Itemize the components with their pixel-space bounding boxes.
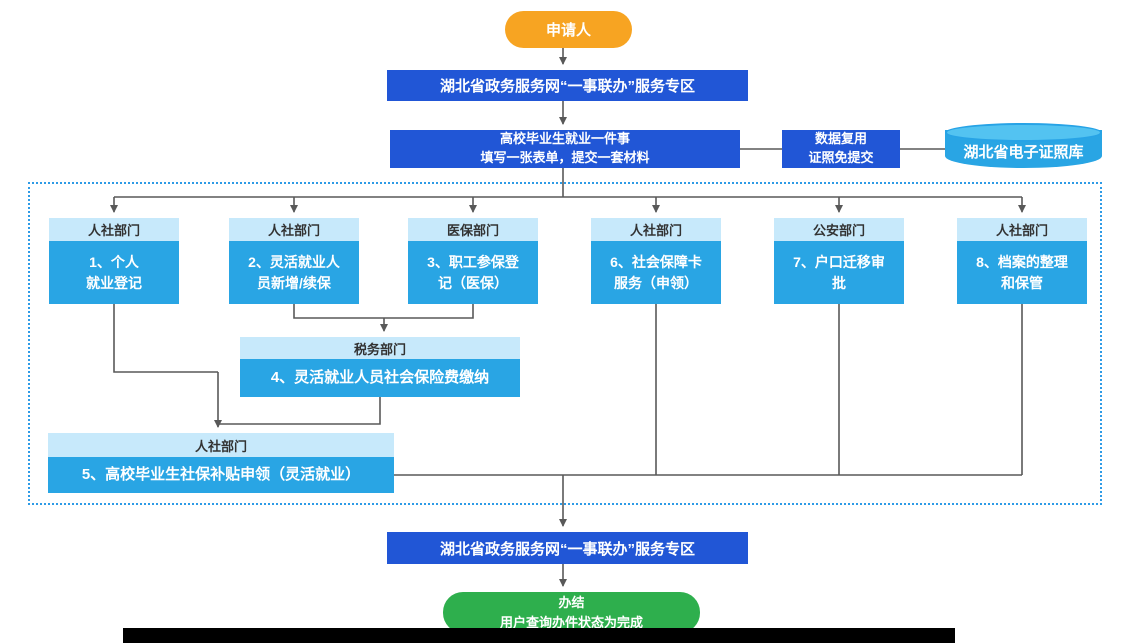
step-7-dept-header: 公安部门 <box>774 218 904 241</box>
step-5-dept-header: 人社部门 <box>48 433 394 457</box>
intake-line1: 高校毕业生就业一件事 <box>499 131 630 147</box>
license-database-label: 湖北省电子证照库 <box>963 144 1084 161</box>
step-2-line2: 员新增/续保 <box>257 274 331 291</box>
end-line2: 用户查询办件状态为完成 <box>499 614 643 630</box>
step-3-dept-header: 医保部门 <box>408 218 538 241</box>
step-2-line1: 2、灵活就业人 <box>248 254 340 271</box>
step-4-dept-header: 税务部门 <box>240 337 520 359</box>
end-line1: 办结 <box>558 595 585 610</box>
data-reuse-box: 数据复用 证照免提交 <box>782 130 900 168</box>
step-1-box: 1、个人 就业登记 <box>49 241 179 304</box>
step-7-line2: 批 <box>832 274 846 291</box>
step-8-dept-header: 人社部门 <box>957 218 1087 241</box>
step-1-line2: 就业登记 <box>86 274 142 291</box>
step-3-box: 3、职工参保登 记（医保） <box>408 241 538 304</box>
process-boundary <box>28 182 1102 505</box>
step-8-line1: 8、档案的整理 <box>976 254 1068 271</box>
portal-bottom-banner: 湖北省政务服务网“一事联办”服务专区 <box>387 532 748 564</box>
step-6-line2: 服务（申领） <box>614 274 698 291</box>
license-database-cylinder: 湖北省电子证照库 <box>945 123 1102 168</box>
step-8-line2: 和保管 <box>1001 274 1043 291</box>
step-2-box: 2、灵活就业人 员新增/续保 <box>229 241 359 304</box>
intake-line2: 填写一张表单，提交一套材料 <box>480 150 650 165</box>
intake-box: 高校毕业生就业一件事 填写一张表单，提交一套材料 <box>390 130 740 168</box>
step-4-box: 4、灵活就业人员社会保险费缴纳 <box>240 359 520 397</box>
step-3-line2: 记（医保） <box>438 274 508 291</box>
end-node-done: 办结 用户查询办件状态为完成 <box>443 592 700 633</box>
step-7-line1: 7、户口迁移审 <box>793 254 885 271</box>
data-reuse-line1: 数据复用 <box>814 131 867 147</box>
step-5-box: 5、高校毕业生社保补贴申领（灵活就业） <box>48 457 394 493</box>
portal-top-banner: 湖北省政务服务网“一事联办”服务专区 <box>387 70 748 101</box>
data-reuse-line2: 证照免提交 <box>808 150 874 165</box>
step-6-dept-header: 人社部门 <box>591 218 721 241</box>
step-2-dept-header: 人社部门 <box>229 218 359 241</box>
cylinder-top-ellipse <box>945 123 1102 142</box>
start-node-applicant: 申请人 <box>505 11 632 48</box>
step-6-line1: 6、社会保障卡 <box>610 254 702 271</box>
step-7-box: 7、户口迁移审 批 <box>774 241 904 304</box>
footer-bar <box>123 628 955 643</box>
step-1-line1: 1、个人 <box>89 254 139 271</box>
step-8-box: 8、档案的整理 和保管 <box>957 241 1087 304</box>
step-1-dept-header: 人社部门 <box>49 218 179 241</box>
step-3-line1: 3、职工参保登 <box>427 254 519 271</box>
step-6-box: 6、社会保障卡 服务（申领） <box>591 241 721 304</box>
